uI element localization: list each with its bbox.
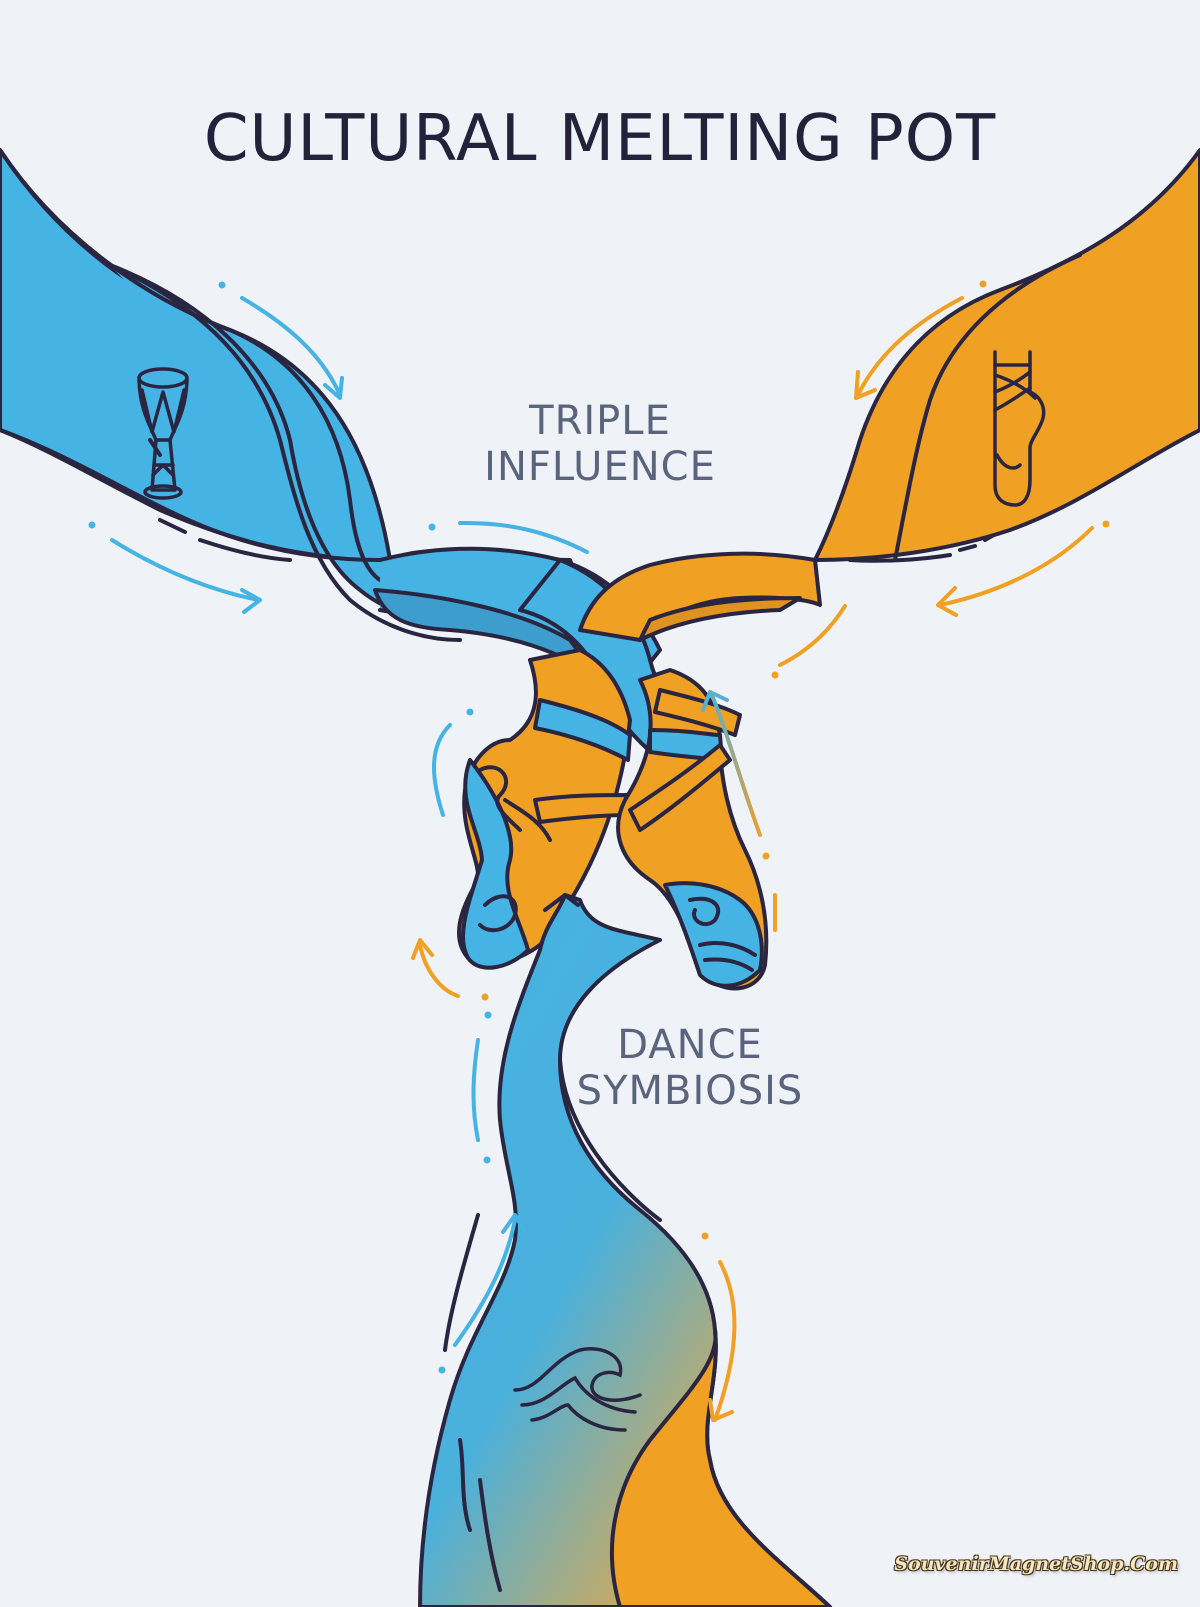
poster-title: CULTURAL MELTING POT: [203, 102, 997, 176]
right-orange-ribbon: [578, 148, 1200, 642]
bottom-stream: [418, 893, 832, 1607]
triple-influence-line2: INFLUENCE: [484, 444, 716, 490]
ballet-pointe-shoe-icon: [993, 350, 1046, 507]
triple-influence-label: TRIPLE INFLUENCE: [440, 398, 760, 490]
ocean-wave-icon: [513, 1347, 642, 1432]
watermark-logo: SouvenirMagnetShop.Com: [894, 1553, 1178, 1575]
flow-arrows: [88, 280, 1110, 1422]
pair-of-pointe-shoes: [456, 648, 769, 991]
triple-influence-line1: TRIPLE: [529, 398, 671, 444]
dance-symbiosis-label: DANCE SYMBIOSIS: [540, 1022, 840, 1114]
djembe-drum-icon: [137, 367, 189, 500]
dance-symbiosis-line1: DANCE: [617, 1022, 763, 1068]
dance-symbiosis-line2: SYMBIOSIS: [576, 1068, 804, 1114]
